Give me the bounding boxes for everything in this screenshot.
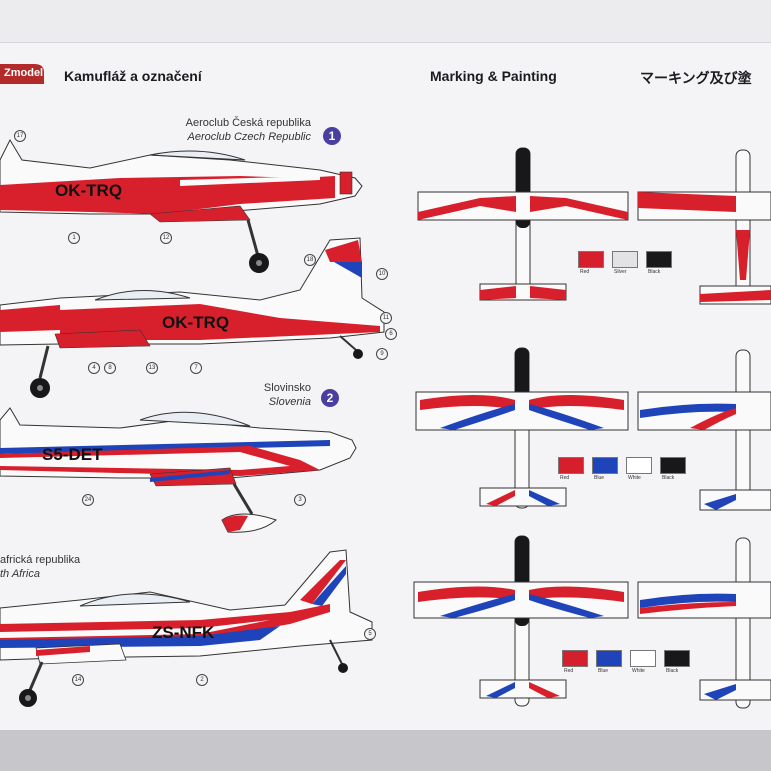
top-view-5: [413, 535, 629, 707]
swatch-white: [630, 650, 656, 667]
callout-number: 7: [190, 362, 202, 374]
zmodel-logo: Zmodel: [0, 64, 44, 84]
header-czech: Kamufláž a označení: [64, 68, 202, 84]
callout-number: 17: [14, 130, 26, 142]
swatch-label: Silver: [614, 269, 627, 275]
scheme-2-badge: 2: [321, 389, 339, 407]
scheme-2-english: Slovenia: [268, 396, 311, 408]
swatch-label: Black: [662, 475, 675, 481]
callout-number: 11: [380, 312, 392, 324]
scheme-1-local: Aeroclub Česká republika: [185, 117, 311, 129]
swatch-silver: [612, 251, 638, 268]
side-1b-registration: OK-TRQ: [162, 313, 229, 332]
swatch-label: Red: [560, 475, 570, 481]
svg-text:Zmodel: Zmodel: [4, 67, 43, 79]
callout-number: 1: [68, 232, 80, 244]
table-surface: [0, 730, 771, 771]
swatch-black: [646, 251, 672, 268]
callout-number: 10: [376, 268, 388, 280]
callout-number: 2: [196, 674, 208, 686]
scheme-1-badge: 1: [323, 127, 341, 145]
header-japanese: マーキング及び塗: [640, 71, 752, 87]
swatch-label: White: [632, 668, 645, 674]
swatch-label: Black: [648, 269, 661, 275]
swatch-label: Blue: [598, 668, 609, 674]
top-view-1: [417, 147, 629, 301]
swatch-blue: [596, 650, 622, 667]
swatch-label: White: [628, 475, 641, 481]
side-view-2: S5-DET: [0, 407, 357, 533]
callout-number: 3: [294, 494, 306, 506]
swatch-black: [664, 650, 690, 667]
scheme-2-local: Slovinsko: [263, 382, 311, 394]
callout-number: 9: [376, 348, 388, 360]
side-view-1: OK-TRQ: [0, 138, 363, 273]
top-view-4: [637, 349, 771, 511]
swatch-label: Red: [564, 668, 574, 674]
top-view-6: [637, 537, 771, 709]
side-view-3: ZS-NFK: [0, 549, 373, 707]
swatch-red: [578, 251, 604, 268]
swatch-white: [626, 457, 652, 474]
callout-number: 14: [72, 674, 84, 686]
header-english: Marking & Painting: [430, 68, 557, 84]
callout-number: 18: [304, 254, 316, 266]
swatch-black: [660, 457, 686, 474]
callout-number: 13: [146, 362, 158, 374]
side-1-registration: OK-TRQ: [55, 181, 122, 200]
swatch-label: Red: [580, 269, 590, 275]
swatch-label: Black: [666, 668, 679, 674]
top-view-3: [415, 347, 629, 509]
callout-number: 24: [82, 494, 94, 506]
callout-number: 6: [385, 328, 397, 340]
swatch-red: [562, 650, 588, 667]
scheme-3-english: th Africa: [0, 568, 40, 580]
swatch-red: [558, 457, 584, 474]
side-2-registration: S5-DET: [42, 445, 103, 464]
swatch-blue: [592, 457, 618, 474]
callout-number: 8: [104, 362, 116, 374]
swatch-label: Blue: [594, 475, 605, 481]
side-view-1b: OK-TRQ: [0, 237, 385, 398]
scheme-3-local: africká republika: [0, 554, 81, 566]
side-3-registration: ZS-NFK: [152, 623, 215, 642]
scheme-1-english: Aeroclub Czech Republic: [187, 131, 311, 143]
callout-number: 5: [364, 628, 376, 640]
callout-number: 4: [88, 362, 100, 374]
callout-number: 12: [160, 232, 172, 244]
top-view-2: [637, 149, 771, 305]
